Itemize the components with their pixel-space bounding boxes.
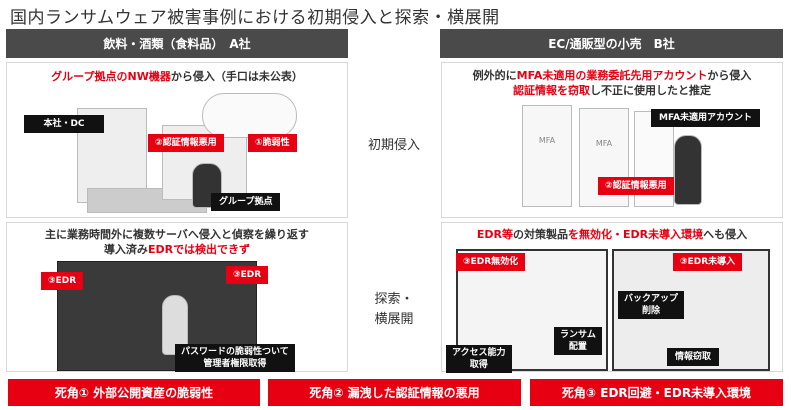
company-b-header: EC/通販型の小売 B社 (440, 29, 783, 58)
thief-illustration (674, 135, 702, 205)
mfa-door-1: MFA (522, 105, 572, 207)
edr-label-2: ③EDR (226, 266, 269, 284)
blind-spot-2: 死角② 漏洩した認証情報の悪用 (268, 379, 521, 406)
b-explore-panel: EDR等の対策製品を無効化・EDR未導入環境へも侵入 ③EDR無効化 ③EDR未… (441, 222, 783, 373)
a-explore-caption-1: 主に業務時間外に複数サーバへ侵入と偵察を繰り返す (45, 228, 309, 241)
page-title: 国内ランサムウェア被害事例における初期侵入と探索・横展開 (10, 8, 500, 28)
vuln-label: ①脆弱性 (248, 134, 297, 152)
group-base-label: グループ拠点 (211, 193, 281, 211)
b-explore-caption: EDR等の対策製品を無効化・EDR未導入環境へも侵入 (476, 228, 748, 241)
mfa-account-label: MFA未適用アカウント (651, 109, 761, 127)
edr-label-1: ③EDR (41, 272, 84, 290)
b-initial-panel: 例外的にMFA未適用の業務委託先用アカウントから侵入 認証情報を窃取し不正に使用… (441, 62, 783, 218)
hq-label: 本社・DC (24, 115, 104, 133)
thought-cloud-illustration (202, 93, 297, 138)
a-initial-panel: グループ拠点のNW機器から侵入（手口は未公表） 本社・DC ②認証情報悪用 ①脆… (6, 62, 348, 218)
password-label: パスワードの脆弱性ついて管理者権限取得 (175, 344, 295, 372)
cred-abuse-label: ②認証情報悪用 (598, 177, 674, 195)
a-explore-panel: 主に業務時間外に複数サーバへ侵入と偵察を繰り返す 導入済みEDRでは検出できず … (6, 222, 348, 372)
access-gain-label: アクセス能力取得 (446, 345, 512, 373)
blind-spot-1: 死角① 外部公開資産の脆弱性 (8, 379, 260, 406)
b-initial-caption-2: 認証情報を窃取し不正に使用したと推定 (513, 84, 711, 97)
blind-spot-3: 死角③ EDR回避・EDR未導入環境 (530, 379, 783, 406)
cred-abuse-label: ②認証情報悪用 (148, 134, 224, 152)
edr-disabled-label: ③EDR無効化 (456, 253, 526, 271)
data-theft-label: 情報窃取 (667, 348, 720, 366)
edr-not-installed-label: ③EDR未導入 (673, 253, 743, 271)
company-a-header: 飲料・酒類（食料品） A社 (6, 29, 348, 58)
backup-delete-label: バックアップ削除 (618, 291, 685, 319)
a-explore-caption-2: 導入済みEDRでは検出できず (103, 243, 251, 256)
stage-lateral-movement: 探索・横展開 (374, 292, 414, 327)
b-initial-caption-1: 例外的にMFA未適用の業務委託先用アカウントから侵入 (472, 69, 752, 82)
stage-initial-access: 初期侵入 (367, 138, 420, 153)
a-initial-caption: グループ拠点のNW機器から侵入（手口は未公表） (51, 70, 303, 83)
ransomware-deploy-label: ランサム配置 (554, 327, 602, 355)
